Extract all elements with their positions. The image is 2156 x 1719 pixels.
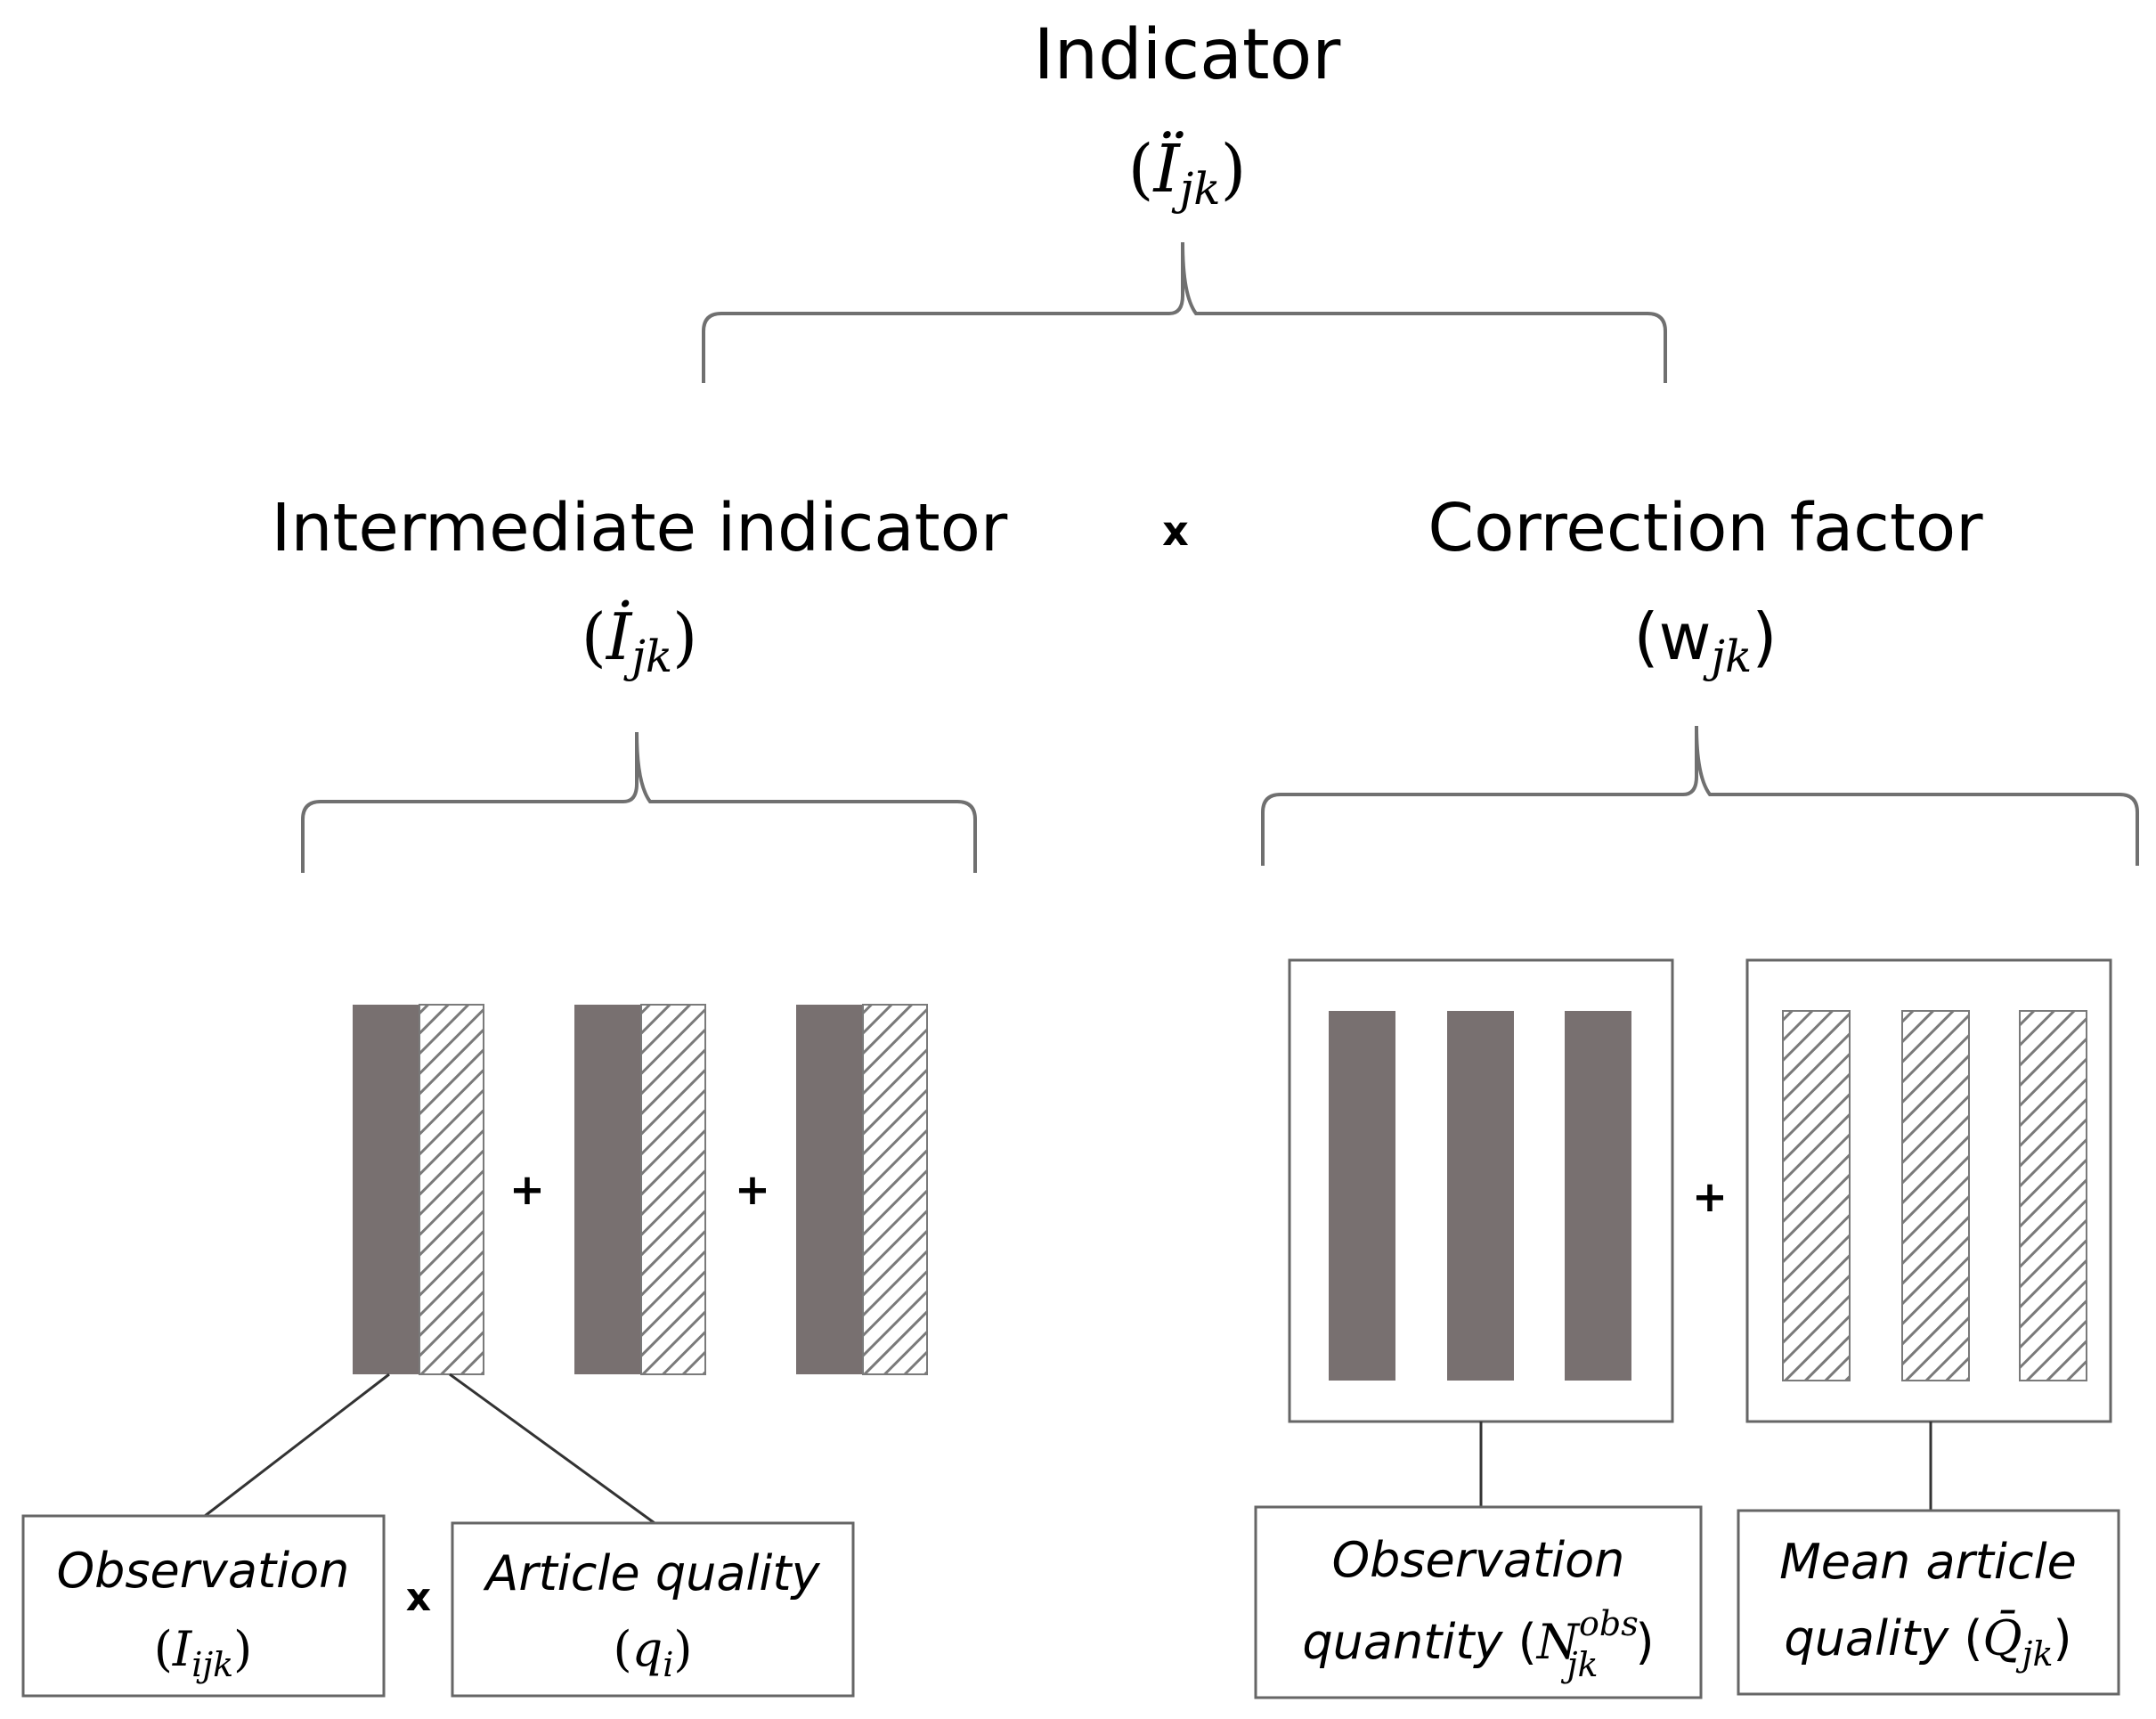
- indicator-title: Indicator: [1034, 15, 1342, 95]
- intermediate-indicator-label: Intermediate indicator: [272, 490, 1008, 566]
- multiply-operator-top: x: [1162, 507, 1189, 555]
- correction-factor-label: Correction factor: [1428, 490, 1983, 566]
- multiply-operator-bottom: x: [406, 1575, 431, 1620]
- observation-box: [21, 1514, 386, 1698]
- plus-operator-2: +: [735, 1165, 770, 1215]
- plus-operator-3: +: [1692, 1172, 1728, 1222]
- indicator-symbol: (Ïjk): [1128, 130, 1247, 215]
- intermediate-indicator-symbol: (İjk): [582, 599, 697, 682]
- observation-box-label: Observation: [57, 1543, 350, 1599]
- observation-bar-group: [353, 1004, 928, 1375]
- correction-factor-symbol: (wjk): [1634, 599, 1778, 682]
- connector-line-article-quality: [449, 1373, 655, 1525]
- observation-bar-2-solid: [574, 1005, 641, 1374]
- observation-bar-3-solid: [796, 1005, 863, 1374]
- quantity-bar-1: [1329, 1011, 1395, 1381]
- right-brace: [1261, 725, 2139, 866]
- mean-quality-bar-2: [1901, 1010, 1970, 1381]
- mean-quality-bar-1: [1782, 1010, 1851, 1381]
- observation-quantity-box: [1254, 1505, 1703, 1699]
- connector-line-observation: [204, 1373, 390, 1518]
- observation-bar-1-solid: [353, 1005, 419, 1374]
- quantity-bar-3: [1565, 1011, 1631, 1381]
- quantity-bar-2: [1447, 1011, 1514, 1381]
- observation-box-symbol: (Iijk): [154, 1621, 252, 1684]
- top-brace: [702, 241, 1667, 383]
- mean-article-quality-line2: quality (Q̄jk): [1784, 1609, 2071, 1674]
- left-brace: [301, 731, 977, 873]
- observation-bar-3-hatched: [862, 1004, 928, 1375]
- article-quality-box-symbol: (qi): [614, 1621, 693, 1684]
- mean-quality-bar-3: [2019, 1010, 2087, 1381]
- mean-article-quality-box: [1737, 1509, 2120, 1696]
- observation-bar-2-hatched: [640, 1004, 706, 1375]
- article-quality-box: [451, 1521, 855, 1698]
- plus-operator-1: +: [509, 1165, 545, 1215]
- observation-bar-1-hatched: [419, 1004, 484, 1375]
- observation-quantity-line1: Observation: [1332, 1532, 1625, 1588]
- mean-article-quality-line1: Mean article: [1779, 1534, 2077, 1590]
- article-quality-box-label: Article quality: [483, 1545, 820, 1601]
